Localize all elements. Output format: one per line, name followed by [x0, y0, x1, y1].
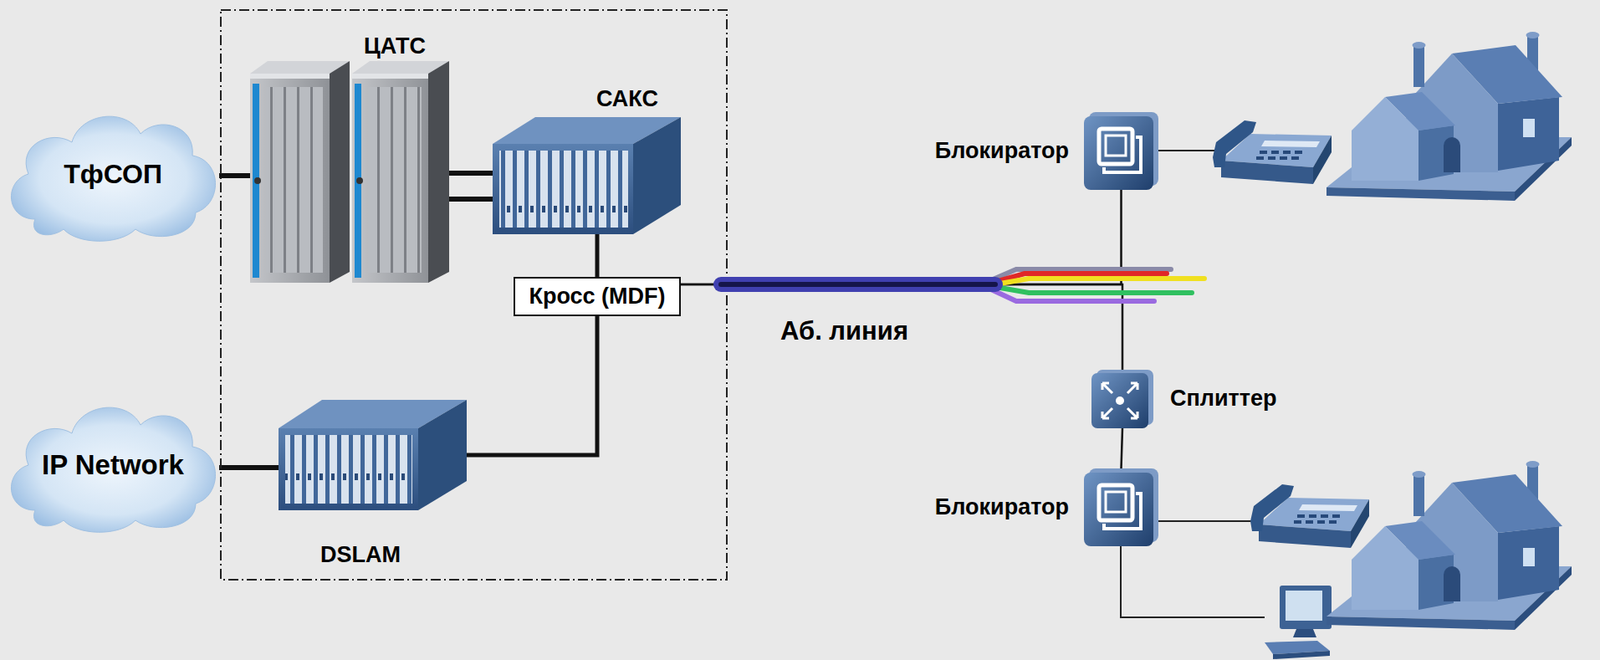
drawing-part	[1091, 373, 1149, 429]
drawing-part	[352, 73, 429, 79]
house	[1326, 460, 1572, 630]
drawing-part	[1285, 590, 1323, 621]
connector-line	[466, 316, 598, 455]
connector-line	[680, 284, 1124, 370]
cloud-shape	[10, 407, 215, 532]
exchange-node: ЦАТС	[250, 61, 450, 283]
drawing-part	[995, 278, 1205, 285]
drawing-part	[418, 399, 467, 511]
device-label: DSLAM	[320, 541, 401, 568]
drawing-part	[428, 61, 450, 283]
drawing-part	[285, 434, 413, 504]
drawing-part	[1115, 396, 1125, 405]
drawing-part	[1102, 383, 1113, 394]
blocker-node: Блокиратор	[1083, 468, 1159, 547]
dslam-chassis	[278, 399, 467, 511]
drawing-part	[1158, 149, 1215, 152]
telephone	[1250, 484, 1370, 548]
drawing-part	[254, 177, 261, 185]
cloud-label: IP Network	[41, 449, 185, 481]
blocker-icon	[1083, 112, 1159, 190]
device-label: Блокиратор	[935, 494, 1069, 521]
connector-line	[595, 234, 600, 277]
subscriber-cable	[720, 269, 1205, 302]
saks-chassis	[492, 117, 681, 235]
blocker-icon	[1083, 468, 1159, 547]
device-label: Блокиратор	[935, 138, 1069, 164]
drawing-part	[720, 281, 996, 287]
cloud-text-holder: IP Network	[41, 449, 185, 481]
cloud-node: ТфСОП	[1, 102, 225, 246]
drawing-part	[1102, 408, 1113, 419]
drawing-part	[633, 117, 681, 235]
connector-line	[219, 173, 251, 179]
saks-node: САКС	[492, 117, 681, 235]
exchange-racks	[250, 61, 450, 283]
drawing-part	[329, 61, 350, 283]
drawing-part	[1127, 383, 1138, 394]
splitter-node: Сплиттер	[1091, 369, 1154, 429]
dslam-node: DSLAM	[278, 399, 467, 511]
drawing-part	[991, 289, 1155, 302]
drawing-part	[1272, 650, 1330, 660]
cloud-shape	[10, 116, 215, 241]
drawing-part	[1120, 546, 1265, 618]
drawing-part	[995, 286, 1192, 293]
cloud-node: IP Network	[1, 393, 225, 537]
drawing-part	[1279, 585, 1332, 629]
connector-line	[449, 173, 493, 200]
drawing-part	[492, 143, 634, 235]
device-label: ЦАТС	[363, 33, 426, 60]
line-label: Аб. линия	[780, 316, 909, 347]
device-label: САКС	[596, 86, 659, 113]
splitter-icon	[1091, 369, 1154, 429]
drawing-part	[356, 177, 363, 185]
cloud-label: ТфСОП	[63, 158, 163, 190]
box-label: Кросс (MDF)	[528, 283, 665, 310]
drawing-part	[1293, 628, 1317, 638]
drawing-part	[720, 276, 996, 292]
drawing-part	[368, 86, 422, 273]
drawing-part	[250, 73, 330, 79]
station-boundary	[220, 10, 727, 580]
cloud-text-holder: ТфСОП	[63, 158, 163, 190]
connector-line	[1121, 428, 1124, 469]
blocker-node: Блокиратор	[1083, 112, 1159, 190]
computer	[1264, 585, 1332, 660]
drawing-part	[1127, 408, 1138, 419]
drawing-part	[278, 428, 419, 511]
drawing-part	[352, 73, 429, 283]
house	[1326, 31, 1572, 201]
telephone	[1212, 120, 1332, 185]
cross-box: Кросс (MDF)	[513, 276, 680, 317]
device-label: Сплиттер	[1170, 385, 1278, 412]
drawing-part	[265, 86, 323, 273]
connector-line	[219, 465, 279, 471]
drawing-part	[250, 73, 330, 283]
drawing-part	[499, 150, 629, 228]
drawing-part	[1158, 520, 1253, 522]
drawing-part	[1102, 383, 1138, 419]
